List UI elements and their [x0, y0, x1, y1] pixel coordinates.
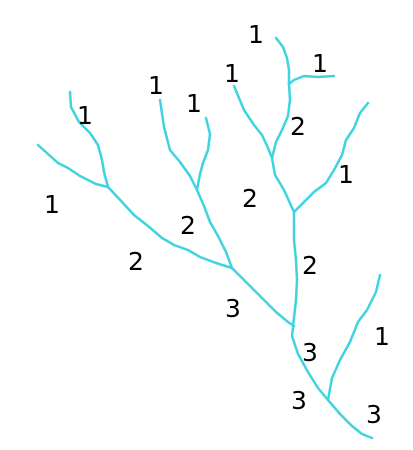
tributary-far-left — [36, 143, 110, 189]
order-label-bottom-center: 3 — [291, 386, 307, 415]
stream-order3-outlet — [326, 398, 374, 440]
order-label-upper-left-b: 1 — [186, 89, 202, 118]
tributary-right-lower — [326, 273, 382, 402]
stream-order2-left — [106, 185, 234, 270]
tributary-top-b — [287, 74, 336, 86]
order-label-top-right: 1 — [312, 49, 328, 78]
tributary-left-center-b — [195, 116, 212, 192]
tributary-upper-left — [68, 90, 110, 189]
tributary-right-upper — [292, 101, 370, 214]
order-label-center-left: 2 — [180, 211, 196, 240]
stream-order2-center-lower — [292, 210, 299, 320]
order-label-right-lower: 1 — [374, 322, 390, 351]
stream-order2-top — [270, 82, 292, 160]
order-label-lower-right: 3 — [302, 338, 318, 367]
order-label-lower-left: 2 — [128, 247, 144, 276]
order-label-center-top: 2 — [290, 112, 306, 141]
order-label-upper-left-c: 1 — [77, 101, 93, 130]
order-label-center: 2 — [242, 184, 258, 213]
stream-order2-center-left — [195, 188, 234, 270]
tributary-top-a — [274, 36, 291, 86]
stream-order3-left — [230, 266, 296, 328]
order-label-far-left: 1 — [44, 190, 60, 219]
order-label-right-upper: 1 — [338, 160, 354, 189]
order-label-lower-center: 3 — [225, 294, 241, 323]
order-label-upper-mid: 1 — [224, 59, 240, 88]
tributary-mid-upper — [232, 84, 274, 160]
order-label-center-right: 2 — [302, 251, 318, 280]
stream-order2-center — [270, 156, 296, 214]
tributary-left-center-a — [158, 98, 199, 192]
order-label-outlet: 3 — [366, 400, 382, 429]
order-label-top: 1 — [248, 20, 264, 49]
stream-order3-main — [290, 316, 330, 402]
order-label-upper-left-a: 1 — [148, 71, 164, 100]
